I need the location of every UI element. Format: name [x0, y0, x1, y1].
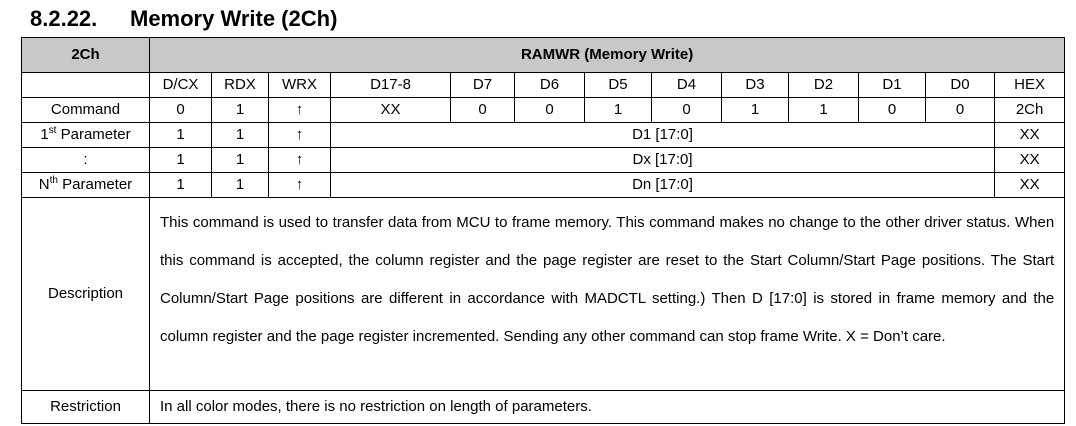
column-header: D6: [514, 72, 585, 98]
table-cell: 1: [721, 97, 789, 123]
hex-cell: XX: [993, 147, 1066, 173]
table-cell: 0: [514, 97, 585, 123]
table-cell: 1: [788, 97, 859, 123]
table-cell: 1: [584, 97, 652, 123]
table-cell: 1: [149, 122, 212, 148]
table-cell: 0: [149, 97, 212, 123]
column-header: D0: [925, 72, 995, 98]
row-label-number: 1: [40, 126, 49, 143]
row-label-text: Parameter: [56, 126, 131, 143]
parameter-row: 1st Parameter 1 1 ↑ D1 [17:0] XX: [21, 122, 1066, 148]
table-cell: 0: [651, 97, 722, 123]
description-text: This command is used to transfer data fr…: [148, 197, 1066, 391]
column-header: D7: [450, 72, 515, 98]
column-header: RDX: [211, 72, 269, 98]
table-cell: ↑: [268, 172, 331, 198]
column-header: D17-8: [330, 72, 451, 98]
row-label-suffix: st: [48, 125, 57, 136]
command-row: Command 0 1 ↑ XX 0 0 1 0 1 1 0 0 2Ch: [21, 97, 1066, 123]
parameter-row: : 1 1 ↑ Dx [17:0] XX: [21, 147, 1066, 173]
table-cell: 1: [149, 172, 212, 198]
column-header: D1: [858, 72, 926, 98]
restriction-text: In all color modes, there is no restrict…: [148, 390, 1066, 424]
command-code: 2Ch: [21, 37, 150, 73]
row-label-text: Parameter: [57, 176, 133, 193]
table-cell: 2Ch: [993, 97, 1066, 123]
table-cell: 1: [211, 147, 269, 173]
table-cell: 1: [149, 147, 212, 173]
data-bits-cell: Dx [17:0]: [330, 147, 995, 173]
description-row: Description This command is used to tran…: [21, 197, 1066, 391]
column-header: D/CX: [149, 72, 212, 98]
table-cell: ↑: [268, 122, 331, 148]
column-header: HEX: [993, 72, 1066, 98]
column-header: D4: [651, 72, 722, 98]
blank-cell: [21, 72, 150, 98]
command-table: 2Ch RAMWR (Memory Write) D/CX RDX WRX D1…: [21, 37, 1066, 424]
description-label: Description: [21, 197, 150, 391]
table-cell: 0: [450, 97, 515, 123]
table-cell: ↑: [268, 97, 331, 123]
data-bits-cell: Dn [17:0]: [330, 172, 995, 198]
parameter-row: Nth Parameter 1 1 ↑ Dn [17:0] XX: [21, 172, 1066, 198]
restriction-label: Restriction: [21, 390, 150, 424]
row-label-number: :: [83, 151, 88, 168]
hex-cell: XX: [993, 122, 1066, 148]
section-heading: 8.2.22. Memory Write (2Ch): [30, 4, 337, 34]
hex-cell: XX: [993, 172, 1066, 198]
table-cell: 1: [211, 172, 269, 198]
data-bits-cell: D1 [17:0]: [330, 122, 995, 148]
column-header: D2: [788, 72, 859, 98]
restriction-row: Restriction In all color modes, there is…: [21, 390, 1066, 424]
section-number: 8.2.22.: [30, 6, 98, 31]
column-header: D3: [721, 72, 789, 98]
row-label: 1st Parameter: [21, 122, 150, 148]
column-header: WRX: [268, 72, 331, 98]
table-header-row: 2Ch RAMWR (Memory Write): [21, 37, 1066, 73]
section-title: Memory Write (2Ch): [130, 6, 338, 31]
table-cell: ↑: [268, 147, 331, 173]
command-name: RAMWR (Memory Write): [148, 37, 1066, 73]
column-header: D5: [584, 72, 652, 98]
table-cell: 1: [211, 97, 269, 123]
row-label: Command: [21, 97, 150, 123]
row-label-number: N: [38, 176, 50, 193]
table-cell: XX: [330, 97, 451, 123]
row-label: :: [21, 147, 150, 173]
table-cell: 0: [925, 97, 995, 123]
table-cell: 1: [211, 122, 269, 148]
table-cell: 0: [858, 97, 926, 123]
column-header-row: D/CX RDX WRX D17-8 D7 D6 D5 D4 D3 D2 D1 …: [21, 72, 1066, 98]
row-label-suffix: th: [49, 175, 58, 186]
row-label: Nth Parameter: [21, 172, 150, 198]
